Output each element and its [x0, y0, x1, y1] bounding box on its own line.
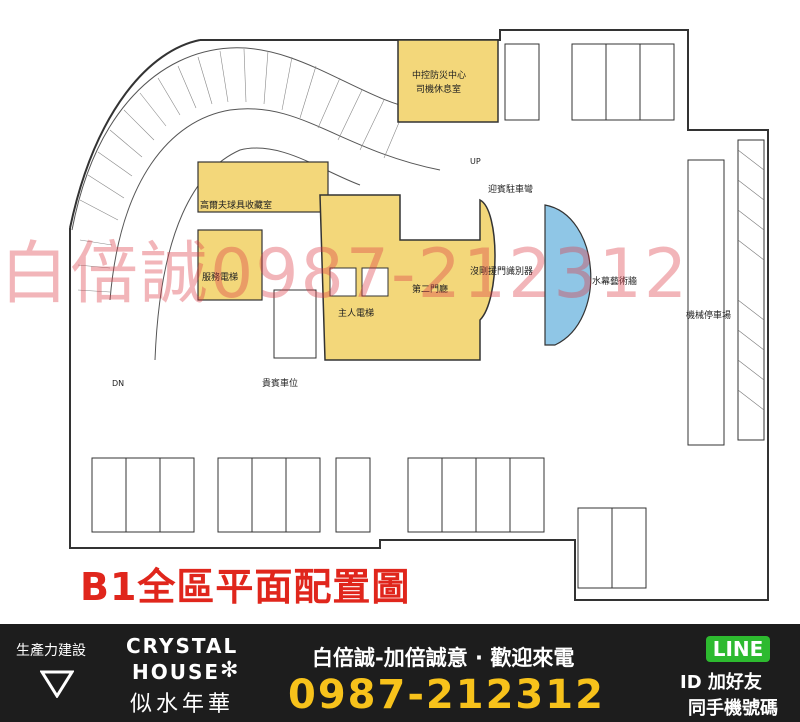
vip-parking-bay [273, 289, 317, 359]
lobby-area [319, 194, 496, 361]
vip-parking-label: 貴賓車位 [262, 377, 298, 389]
main-elevator-2 [361, 267, 389, 297]
top-parking-bays [504, 43, 675, 121]
mechanical-hatching [737, 149, 765, 411]
dn-label: DN [112, 379, 124, 388]
line-note: 同手機號碼 [688, 698, 778, 719]
driver-lounge-label: 司機休息室 [416, 83, 461, 95]
diamond-logo-icon [40, 670, 74, 698]
page-title: B1全區平面配置圖 [80, 565, 411, 609]
gate-reader-label: 沒剛援門識別器 [470, 265, 533, 277]
service-elevator-room [197, 229, 263, 301]
ramp-steps [77, 48, 407, 293]
main-elevator-1 [329, 267, 357, 297]
reception-drop-label: 迎賓駐車彎 [488, 183, 533, 195]
up-label: UP [470, 157, 481, 166]
line-badge[interactable]: LINE [706, 636, 770, 662]
service-elevator-label: 服務電梯 [202, 271, 238, 283]
control-center-room [397, 39, 499, 123]
phone-number[interactable]: 0987-212312 [288, 672, 605, 718]
watermark: 白倍誠0987-212312 [0, 235, 690, 314]
golf-storage-room [197, 161, 329, 213]
mechanical-parking-label: 機械停車場 [686, 309, 731, 321]
brand-house: HOUSE [132, 660, 221, 684]
golf-storage-label: 高爾夫球具收藏室 [200, 199, 272, 211]
line-id: ID 加好友 [680, 672, 762, 693]
second-lobby-label: 第二門廳 [412, 283, 448, 295]
main-elevator-label: 主人電梯 [338, 307, 374, 319]
brand-subtitle: 似水年華 [130, 692, 235, 717]
outer-walls [69, 29, 769, 601]
bottom-parking-bays [91, 457, 647, 589]
snowflake-icon: ✻ [220, 658, 239, 683]
brand-crystal: CRYSTAL [126, 634, 239, 658]
brand-chinese: 生產力建設 [16, 643, 86, 659]
control-center-label: 中控防災中心 [412, 69, 466, 81]
floor-plan: 中控防災中心 司機休息室 高爾夫球具收藏室 服務電梯 主人電梯 第二門廳 水幕藝… [69, 29, 769, 601]
footer-banner: 生產力建設 CRYSTAL HOUSE ✻ 似水年華 白倍誠-加倍誠意 · 歡迎… [0, 624, 800, 722]
mechanical-parking [687, 139, 765, 446]
water-wall [544, 204, 592, 346]
water-wall-label: 水幕藝術牆 [592, 275, 637, 287]
slogan: 白倍誠-加倍誠意 · 歡迎來電 [312, 646, 575, 670]
